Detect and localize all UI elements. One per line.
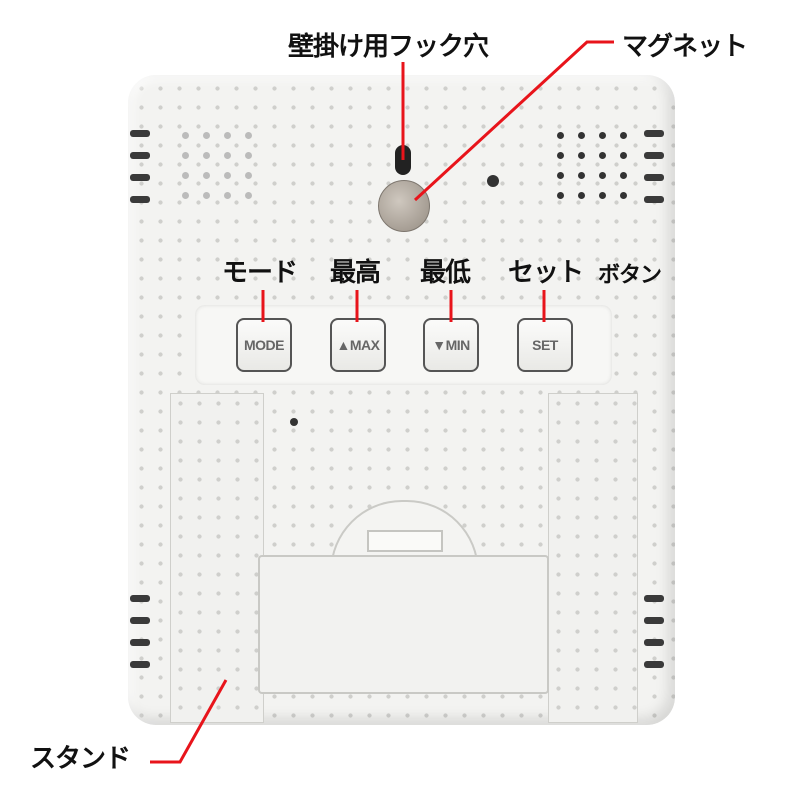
vent-slot (644, 130, 664, 137)
vent-slot (644, 639, 664, 646)
speaker-hole (620, 152, 627, 159)
speaker-hole (578, 132, 585, 139)
max-button[interactable]: ▲MAX (330, 318, 386, 372)
speaker-hole (557, 172, 564, 179)
speaker-hole (599, 132, 606, 139)
speaker-hole (599, 152, 606, 159)
label-set: セット (508, 258, 584, 288)
vent-slot (130, 617, 150, 624)
hinge-slot (367, 530, 443, 552)
vent-slot (644, 152, 664, 159)
speaker-hole (245, 132, 252, 139)
speaker-hole (182, 192, 189, 199)
min-button[interactable]: ▼MIN (423, 318, 479, 372)
speaker-hole (578, 152, 585, 159)
vent-slot (644, 661, 664, 668)
speaker-hole (203, 152, 210, 159)
vent-slot (130, 196, 150, 203)
battery-cover[interactable] (258, 555, 549, 694)
speaker-hole (578, 172, 585, 179)
label-min: 最低 (420, 258, 471, 288)
label-max: 最高 (330, 258, 381, 288)
speaker-hole (182, 172, 189, 179)
vent-slot (644, 174, 664, 181)
sensor-hole (487, 175, 499, 187)
speaker-hole (203, 192, 210, 199)
speaker-hole (620, 172, 627, 179)
speaker-hole (224, 152, 231, 159)
speaker-hole (182, 152, 189, 159)
speaker-hole (245, 172, 252, 179)
vent-slot (644, 617, 664, 624)
vent-slot (130, 130, 150, 137)
label-magnet: マグネット (622, 32, 748, 62)
label-hook-hole: 壁掛け用フック穴 (288, 32, 489, 62)
speaker-hole (557, 192, 564, 199)
stand-right[interactable] (548, 393, 638, 723)
vent-slot (130, 174, 150, 181)
speaker-hole (224, 192, 231, 199)
label-buttons: ボタン (598, 263, 662, 288)
vent-slot (130, 595, 150, 602)
speaker-hole (245, 152, 252, 159)
speaker-hole (620, 132, 627, 139)
speaker-hole (620, 192, 627, 199)
speaker-hole (599, 172, 606, 179)
stand-left[interactable] (170, 393, 264, 723)
speaker-hole (599, 192, 606, 199)
reset-hole (290, 418, 298, 426)
magnet (378, 180, 430, 232)
speaker-hole (245, 192, 252, 199)
speaker-hole (578, 192, 585, 199)
label-stand: スタンド (30, 744, 131, 774)
vent-slot (130, 661, 150, 668)
vent-slot (644, 595, 664, 602)
vent-slot (130, 152, 150, 159)
vent-slot (644, 196, 664, 203)
vent-slot (130, 639, 150, 646)
speaker-hole (557, 152, 564, 159)
speaker-hole (557, 132, 564, 139)
speaker-hole (203, 132, 210, 139)
speaker-hole (224, 132, 231, 139)
speaker-hole (182, 132, 189, 139)
speaker-hole (203, 172, 210, 179)
mode-button[interactable]: MODE (236, 318, 292, 372)
label-mode: モード (222, 258, 298, 288)
speaker-hole (224, 172, 231, 179)
